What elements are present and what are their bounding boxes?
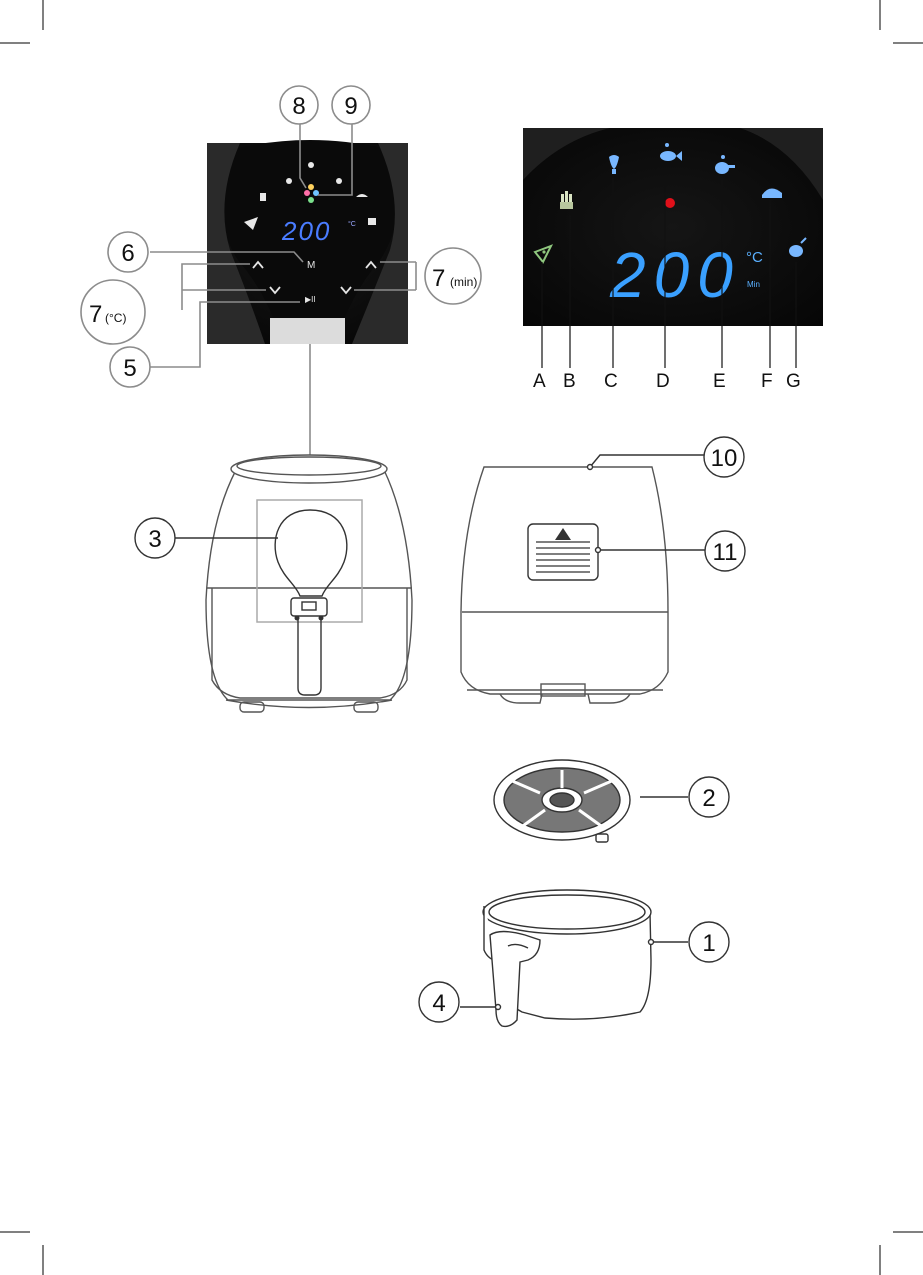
callout-10: 10 (711, 445, 738, 472)
program-letter-e: E (713, 371, 726, 392)
basket (483, 890, 651, 1026)
grill-plate (494, 760, 630, 842)
callout-3: 3 (148, 526, 161, 553)
zoom-unit-celsius: °C (746, 249, 763, 266)
panel-display-value: 200 (281, 216, 331, 246)
program-letter-c: C (604, 371, 618, 392)
callout-7-celsius-number: 7 (89, 301, 102, 328)
program-letter-g: G (786, 371, 801, 392)
program-letter-a: A (533, 371, 546, 392)
zoom-unit-min: Min (747, 280, 760, 289)
callout-8: 8 (292, 93, 305, 120)
air-fryer-back (461, 467, 668, 703)
callout-2: 2 (702, 785, 715, 812)
program-letter-f: F (761, 371, 773, 392)
callout-7-celsius-unit: (°C) (105, 311, 126, 325)
callout-4: 4 (432, 990, 445, 1017)
panel-unit-celsius: °C (348, 220, 356, 228)
callout-1: 1 (702, 930, 715, 957)
zoom-temperature: 200 (609, 239, 741, 311)
callout-7-min-number: 7 (432, 265, 445, 292)
start-pause-button[interactable]: ▶II (305, 295, 316, 304)
program-letters: A B C D E F G (533, 371, 801, 392)
callout-6: 6 (121, 240, 134, 267)
display-zoom: 200 °C Min (523, 128, 823, 326)
callout-7-min-unit: (min) (450, 275, 477, 289)
menu-button[interactable]: M (307, 260, 315, 271)
program-letter-d: D (656, 371, 670, 392)
control-panel: 200 °C M ▶II (207, 140, 408, 344)
callout-9: 9 (344, 93, 357, 120)
program-letter-b: B (563, 371, 576, 392)
callout-11: 11 (713, 539, 738, 566)
callout-5: 5 (123, 355, 136, 382)
air-fryer-front (206, 455, 412, 712)
heating-indicator (665, 198, 675, 208)
